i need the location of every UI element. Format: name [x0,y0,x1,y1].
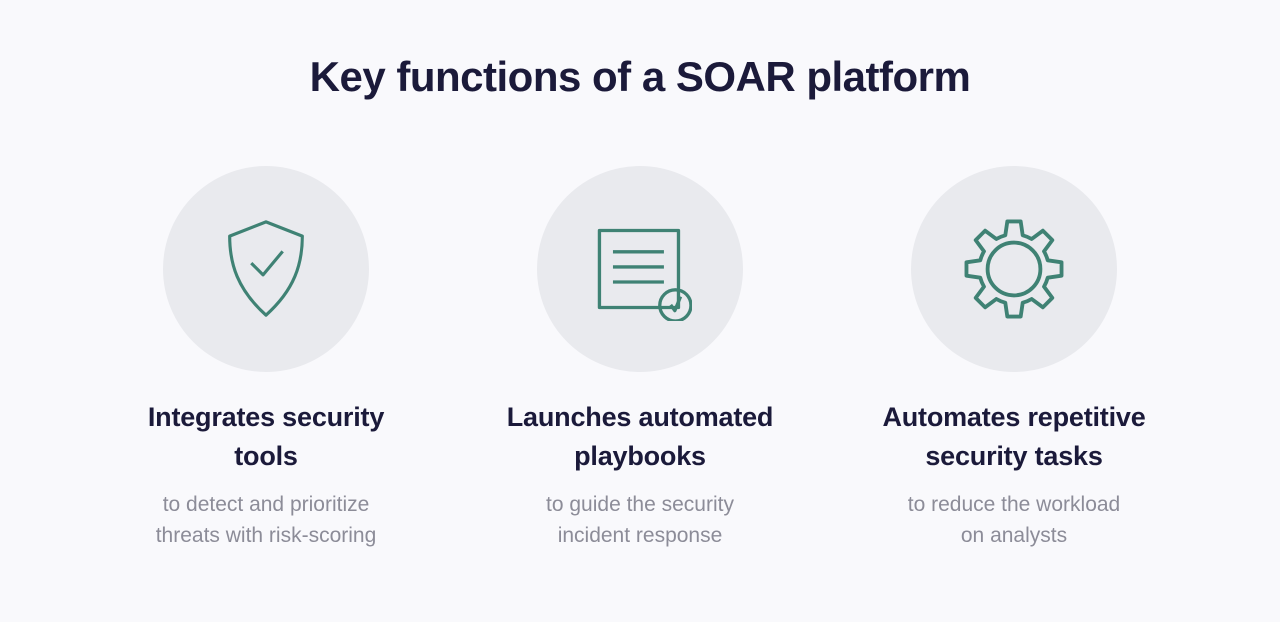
column-integrates-security-tools: Integrates security tools to detect and p… [96,166,436,551]
column-description: to reduce the workload on analysts [908,489,1120,551]
description-line: to reduce the workload [907,493,1121,516]
feature-columns: Integrates security tools to detect and p… [0,166,1280,551]
column-automates-repetitive-security-tasks: Automates repetitive security tasks to re… [844,166,1184,551]
page-title: Key functions of a SOAR platform [309,53,971,100]
description-line: on analysts [960,524,1068,547]
column-heading: Launches automated playbooks [506,398,774,476]
shield-check-icon [228,220,304,317]
column-launches-automated-playbooks: Launches automated playbooks to guide the… [470,166,810,551]
description-line: to detect and prioritize [162,493,370,516]
column-description: to guide the security incident response [546,489,734,551]
column-heading: Integrates security tools [147,398,385,476]
playbook-check-icon [597,228,692,321]
column-description: to detect and prioritize threats with ris… [156,489,377,551]
heading-line: Integrates security [147,402,385,432]
icon-circle [911,166,1117,372]
heading-line: Automates repetitive [882,402,1146,432]
heading-line: tools [234,441,298,471]
heading-line: Launches automated [506,402,774,432]
description-line: incident response [557,524,723,547]
description-line: threats with risk-scoring [155,524,377,547]
heading-line: security tasks [925,441,1103,471]
description-line: to guide the security [546,493,734,516]
heading-line: playbooks [574,441,706,471]
gear-icon [964,219,1064,319]
icon-circle [163,166,369,372]
column-heading: Automates repetitive security tasks [882,398,1145,476]
icon-circle [537,166,743,372]
